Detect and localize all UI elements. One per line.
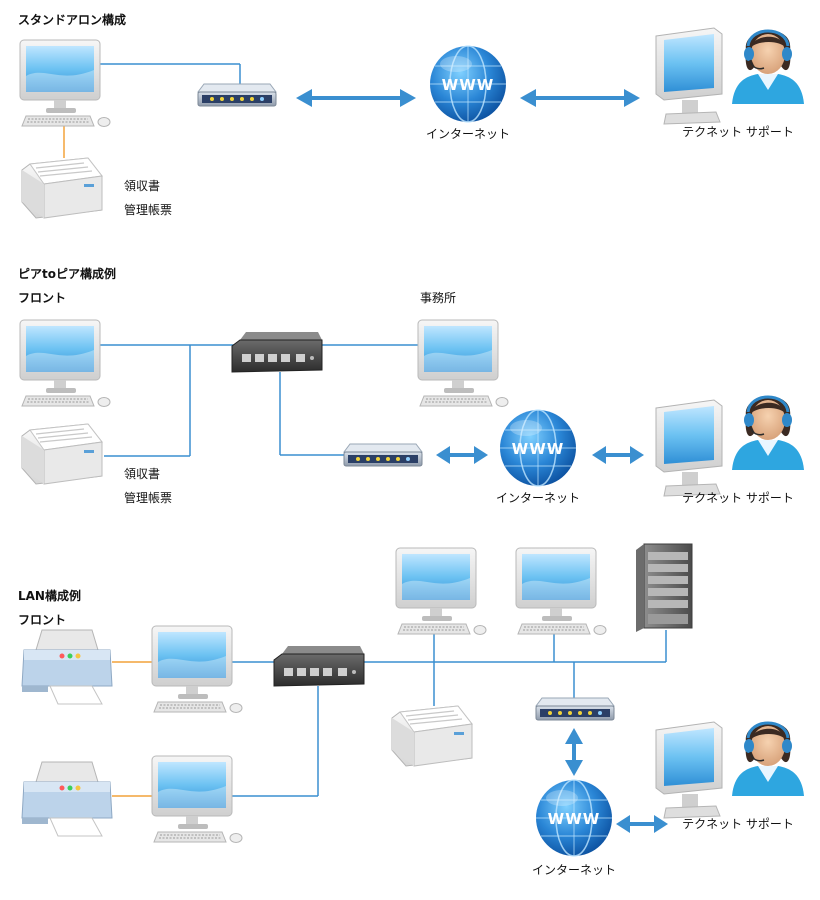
p2p-office-label: 事務所: [420, 291, 456, 305]
p2p-support-arrow-icon: [590, 444, 646, 466]
connection-lines: [112, 630, 667, 797]
section-p2p: ピアtoピア構成例 フロント 事務所 領収書 管理帳票 WWW インターネット …: [18, 266, 806, 505]
lan-support-monitor-icon: [655, 721, 723, 819]
standalone-printer-label-2: 管理帳票: [124, 202, 172, 217]
standalone-support-label: テクネット サポート: [682, 125, 794, 139]
lan-pc-icon-2: [515, 547, 607, 635]
lan-front-pc-icon-1: [151, 625, 243, 713]
p2p-arrow-icon: [434, 444, 490, 466]
p2p-printer-label-1: 領収書: [124, 466, 160, 481]
p2p-support-label: テクネット サポート: [682, 491, 794, 505]
section-title-standalone: スタンドアロン構成: [18, 12, 126, 27]
p2p-front-pc-icon: [19, 319, 111, 407]
section-standalone: スタンドアロン構成 領収書 管理帳票 WWW インターネット テクネット サポー…: [18, 12, 806, 219]
lan-front-pc-icon-2: [151, 755, 243, 843]
lan-support-arrow-icon: [614, 813, 670, 835]
p2p-front-label: フロント: [18, 291, 66, 305]
section-title-p2p: ピアtoピア構成例: [18, 266, 116, 281]
standalone-arrow-icon: [294, 87, 418, 109]
standalone-printer-icon: [21, 157, 103, 219]
lan-server-icon: [635, 543, 693, 633]
standalone-support-arrow-icon: [518, 87, 642, 109]
globe-text: WWW: [442, 76, 495, 94]
lan-vertical-arrow-icon: [565, 728, 583, 776]
lan-support-label: テクネット サポート: [682, 817, 794, 831]
standalone-operator-icon: [730, 28, 806, 106]
p2p-printer-label-2: 管理帳票: [124, 490, 172, 505]
lan-inkjet-printer-icon-1: [21, 629, 113, 705]
p2p-modem-icon: [343, 443, 423, 467]
globe-text: WWW: [512, 440, 565, 458]
standalone-printer-label-1: 領収書: [124, 178, 160, 193]
lan-front-label: フロント: [18, 613, 66, 627]
globe-text: WWW: [548, 810, 601, 828]
lan-operator-icon: [730, 720, 806, 798]
p2p-printer-icon: [21, 423, 103, 485]
lan-receipt-printer-icon: [391, 705, 473, 767]
lan-inkjet-printer-icon-2: [21, 761, 113, 837]
lan-hub-icon: [273, 645, 365, 687]
connection-lines: [100, 344, 418, 457]
section-title-lan: LAN構成例: [18, 588, 81, 603]
lan-modem-icon: [535, 697, 615, 721]
p2p-internet-label: インターネット: [496, 491, 580, 505]
lan-internet-globe-icon: WWW: [535, 779, 613, 857]
p2p-support-monitor-icon: [655, 399, 723, 497]
p2p-internet-globe-icon: WWW: [499, 409, 577, 487]
p2p-operator-icon: [730, 394, 806, 472]
section-lan: LAN構成例 フロント: [18, 543, 806, 877]
standalone-support-monitor-icon: [655, 27, 723, 125]
standalone-internet-globe-icon: WWW: [429, 45, 507, 123]
lan-pc-icon-1: [395, 547, 487, 635]
p2p-office-pc-icon: [417, 319, 509, 407]
standalone-internet-label: インターネット: [426, 127, 510, 141]
connection-lines: [63, 63, 241, 158]
lan-internet-label: インターネット: [532, 863, 616, 877]
standalone-modem-icon: [197, 83, 277, 107]
standalone-pc-icon: [19, 39, 111, 127]
p2p-hub-icon: [231, 331, 323, 373]
